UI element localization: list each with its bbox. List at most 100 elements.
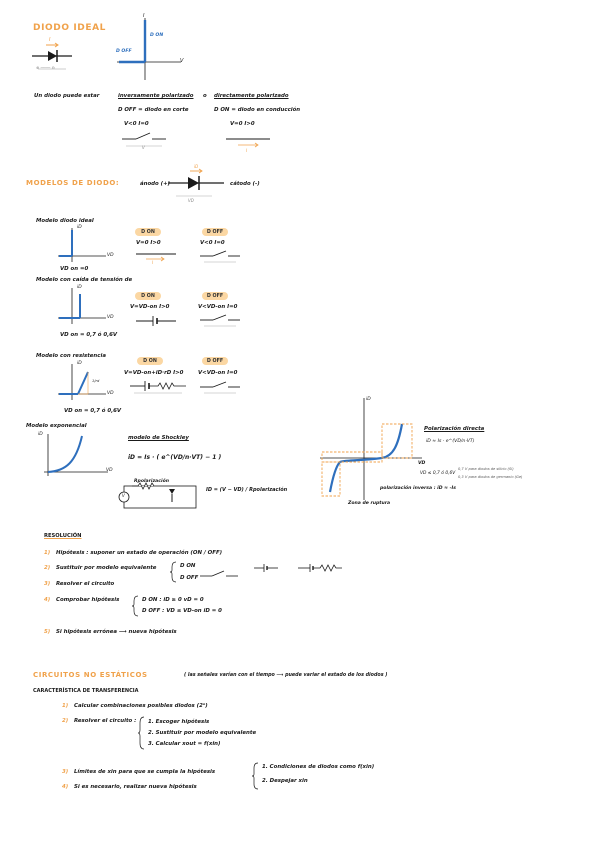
res-equivalent-models xyxy=(200,564,342,577)
res-check-brace xyxy=(131,595,139,617)
res-step-3-num: 3) xyxy=(44,581,51,587)
res-brace xyxy=(169,561,177,583)
modelo-fuente-doff-pill: D OFF xyxy=(202,292,228,300)
modelo-ideal-don-cond: V=0 I>0 xyxy=(136,240,161,246)
modelo-ideal-foot: VD on =0 xyxy=(60,266,89,272)
modelo-ideal-open-switch xyxy=(200,250,240,263)
modelo-fuente-don-pill: D ON xyxy=(135,292,161,300)
pol-directa-label: Polarización directa xyxy=(424,426,485,432)
res-doff: D OFF xyxy=(180,575,199,581)
modelo-ideal-don-pill: D ON xyxy=(135,228,161,236)
zona-ruptura-label: Zona de ruptura xyxy=(348,501,391,506)
modelo-ideal-doff-cond: V<0 I=0 xyxy=(200,240,225,246)
circ-step-4-text: Si es necesario, realizar nueva hipótesi… xyxy=(74,784,197,790)
res-step-1-text: Hipótesis : suponer un estado de operaci… xyxy=(56,550,223,556)
circ-step-3-text: Límites de xin para que se cumpla la hip… xyxy=(74,769,216,775)
modelo-resist-open-switch xyxy=(200,381,240,394)
ideal-iv-graph xyxy=(117,18,181,80)
modelo-fuente-foot: VD on = 0,7 ó 0,6V xyxy=(60,332,118,338)
circ-step-3-num: 3) xyxy=(62,769,69,775)
modelo-fuente-heading: Modelo con caída de tensión de xyxy=(36,277,133,283)
circ-limit-step-1: 1. Condiciones de diodos como f(xin) xyxy=(262,764,375,770)
ideal-closed-switch xyxy=(226,138,270,148)
ideal-open-switch xyxy=(122,132,166,147)
ideal-don-cond: V=0 I>0 xyxy=(230,121,255,127)
modelos-anodo: ánodo (+) xyxy=(140,181,171,187)
modelo-resist-doff-pill: D OFF xyxy=(202,357,228,365)
modelo-fuente-graph xyxy=(58,288,106,324)
ideal-don-i: I xyxy=(246,148,248,153)
res-check-off: D OFF : VD ≤ VD-on iD = 0 xyxy=(142,608,222,614)
modelo-resist-heading: Modelo con resistencia xyxy=(36,353,106,359)
ideal-intro-text: Un diodo puede estar xyxy=(34,93,100,99)
circ-step3-brace xyxy=(251,762,259,790)
res-step-5-text: Si hipótesis errónea ⟶ nueva hipótesis xyxy=(56,629,177,635)
modelo-fuente-axis-y: iD xyxy=(77,285,82,290)
polarization-circuit xyxy=(118,482,197,509)
circ-sub-step-3: 3. Calcular xout = f(xin) xyxy=(148,741,221,747)
modelo-ideal-i-label: I xyxy=(152,260,154,265)
circ-step-1-num: 1) xyxy=(62,703,69,709)
big-graph-axis-x: VD xyxy=(418,461,426,466)
note-germanio: 0,3 V para diodos de germanio (Ge) xyxy=(458,475,523,479)
ideal-current-label: I xyxy=(49,37,51,43)
modelo-fuente-open-switch xyxy=(200,314,240,327)
ideal-doff-v: V xyxy=(142,145,145,150)
modelo-fuente-doff-cond: V<VD-on I=0 xyxy=(198,304,238,310)
modelo-resist-doff-cond: V<VD-on I=0 xyxy=(198,370,238,376)
diode-symbol-modelos xyxy=(168,168,224,197)
modelo-resist-graph xyxy=(58,364,106,400)
shockley-title: modelo de Shockley xyxy=(128,435,189,441)
circ-step-4-num: 4) xyxy=(62,784,69,790)
pol-inversa-label: polarización inversa : iD ≈ -Is xyxy=(380,486,456,491)
modelo-ideal-axis-x: VD xyxy=(107,253,114,258)
res-step-4-text: Comprobar hipótesis xyxy=(56,597,120,603)
section-title-diodo-ideal: DIODO IDEAL xyxy=(33,23,106,33)
modelo-fuente-battery xyxy=(136,316,176,326)
res-step-4-num: 4) xyxy=(44,597,51,603)
ideal-don-text: D ON = diodo en conducción xyxy=(214,107,301,113)
res-step-5-num: 5) xyxy=(44,629,51,635)
resolucion-title: RESOLUCIÓN xyxy=(44,533,82,539)
modelo-ideal-graph xyxy=(58,228,106,262)
caracteristica-title: CARACTERÍSTICA DE TRANSFERENCIA xyxy=(33,688,139,694)
modelo-fuente-don-cond: V=VD-on I>0 xyxy=(130,304,170,310)
modelos-vd-label: VD xyxy=(188,198,194,203)
ideal-intro-directa: directamente polarizado xyxy=(214,93,289,99)
circuit-v-source: V xyxy=(122,493,125,498)
res-step-3-text: Resolver el circuito xyxy=(56,581,115,587)
ideal-doff-text: D OFF = diodo en corte xyxy=(118,107,189,113)
ideal-intro-inversa: inversamente polarizado xyxy=(118,93,194,99)
circ-sub-step-1: 1. Escoger hipótesis xyxy=(148,719,210,725)
circ-limit-step-2: 2. Despejar xin xyxy=(262,778,308,784)
modelo-resist-slope: 1/rd xyxy=(92,379,100,383)
modelo-ideal-heading: Modelo diodo ideal xyxy=(36,218,94,224)
note-silicio: 0,7 V para diodos de silicio (Si) xyxy=(458,467,514,471)
circuit-id-equation: ID = (V − VD) / Rpolarización xyxy=(206,487,288,493)
ideal-graph-doff: D OFF xyxy=(116,49,132,54)
modelo-resist-don-pill: D ON xyxy=(137,357,163,365)
modelo-fuente-axis-x: VD xyxy=(107,315,114,320)
modelo-ideal-doff-pill: D OFF xyxy=(202,228,228,236)
ideal-voltage-sign: ⊕ ──── ⊖ xyxy=(36,65,55,70)
res-don: D ON xyxy=(180,563,196,569)
modelo-expo-graph xyxy=(44,434,108,476)
modelo-expo-axis-x: VD xyxy=(106,468,113,473)
big-graph-axis-y: iD xyxy=(366,397,371,402)
section-title-modelos: MODELOS DE DIODO: xyxy=(26,179,120,187)
circ-step-1-text: Calcular combinaciones posibles diodos (… xyxy=(74,703,208,709)
section-title-circuitos: CIRCUITOS NO ESTÁTICOS xyxy=(33,671,148,679)
modelo-resist-don-cond: V=VD-on+iD·rD I>0 xyxy=(124,370,184,376)
big-characteristic-graph xyxy=(320,398,422,500)
pol-directa-equation: iD ≈ Is · e^(VD/n·VT) xyxy=(426,439,475,444)
shockley-equation: iD = Is · ( e^(VD/n·VT) − 1 ) xyxy=(128,454,222,461)
diode-symbol-ideal xyxy=(32,42,72,70)
circ-step-2-text: Resolver el circuito : xyxy=(74,718,137,724)
res-step-2-num: 2) xyxy=(44,565,51,571)
vd-condition: VD ≤ 0,7 ó 0,6V xyxy=(420,471,456,476)
circ-step-2-num: 2) xyxy=(62,718,69,724)
modelo-resist-foot: VD on = 0,7 ó 0,6V xyxy=(64,408,122,414)
ideal-intro-and: o xyxy=(203,93,207,99)
circuitos-subtitle: ( las señales varían con el tiempo ⟶ pue… xyxy=(184,673,388,678)
res-step-2-text: Sustituir por modelo equivalente xyxy=(56,565,157,571)
